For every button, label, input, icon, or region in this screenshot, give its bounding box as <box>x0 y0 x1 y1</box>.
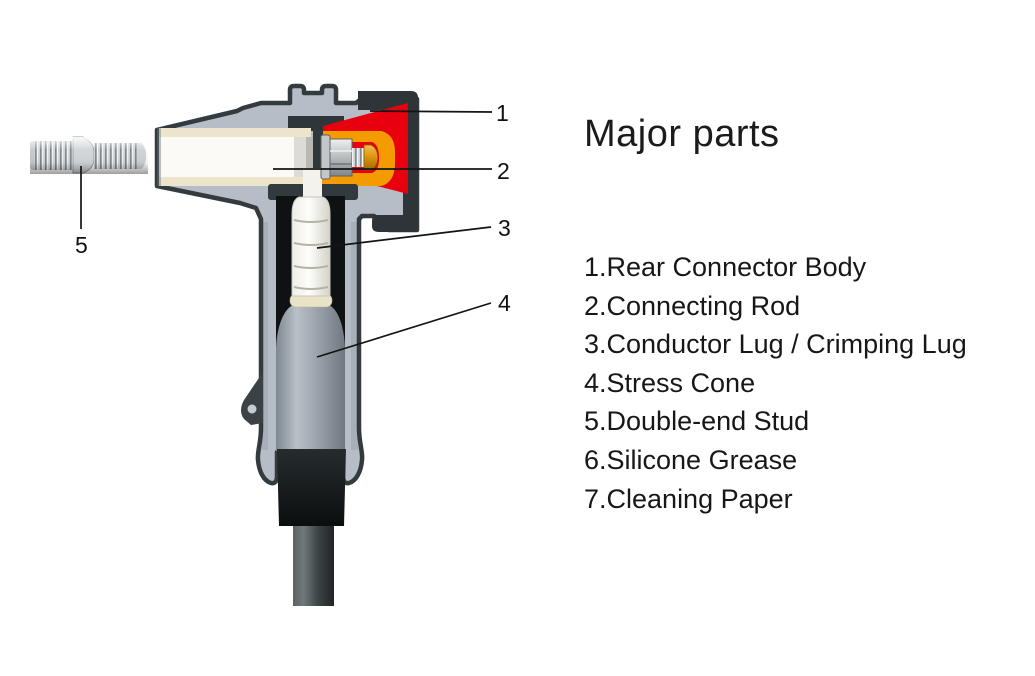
bolt-flange <box>320 134 331 180</box>
hex-nut <box>329 138 353 177</box>
callout-line-3 <box>316 226 492 249</box>
stress-cone <box>276 304 345 451</box>
leg-wall-shade-right <box>351 222 358 450</box>
parts-list-item: 6.Silicone Grease <box>584 444 798 475</box>
callout-label-5: 5 <box>75 232 88 258</box>
bolt-assembly <box>320 134 379 180</box>
crimp-ring <box>293 242 329 246</box>
panel-title: Major parts <box>584 113 780 155</box>
double-end-stud <box>30 136 148 174</box>
lug-pocket-orange <box>321 131 395 186</box>
cable-jacket <box>277 449 346 526</box>
rod-end-dark-strip <box>313 129 323 172</box>
callout-line-1 <box>369 110 493 113</box>
crimp-ring <box>293 265 329 269</box>
grounding-ear <box>241 372 263 425</box>
parts-list-item: 5.Double-end Stud <box>584 406 810 437</box>
leg-wall-shade-left <box>262 222 268 450</box>
parts-list: 1.Rear Connector Body 2.Connecting Rod 3… <box>584 248 1024 518</box>
connecting-rod-tube <box>157 128 313 186</box>
parts-list-item: 3.Conductor Lug / Crimping Lug <box>584 329 967 360</box>
grounding-ear-hole <box>247 404 257 414</box>
callout-label-4: 4 <box>498 290 511 316</box>
callout-label-1: 1 <box>496 100 509 126</box>
parts-list-item: 7.Cleaning Paper <box>584 483 793 514</box>
liner-top <box>159 128 311 138</box>
liner-bottom <box>159 176 311 186</box>
crimping-lug <box>291 196 331 297</box>
parts-list-item: 1.Rear Connector Body <box>584 252 867 282</box>
bolt-threads <box>352 148 366 167</box>
parts-list-item: 4.Stress Cone <box>584 367 756 398</box>
connector-cross-section-diagram: 1 2 3 4 5 <box>30 83 511 606</box>
callout-lines <box>80 110 493 358</box>
stud-shading <box>30 137 148 174</box>
crimp-ring <box>293 219 329 223</box>
cable-core <box>293 526 334 606</box>
callout-label-2: 2 <box>497 158 510 184</box>
callout-line-4 <box>316 302 492 358</box>
connecting-rod-down <box>303 168 322 202</box>
parts-list-item: 2.Connecting Rod <box>584 290 801 321</box>
callout-label-3: 3 <box>498 215 511 241</box>
crimp-ring <box>293 286 329 290</box>
bolt-tip-gold <box>363 144 379 171</box>
